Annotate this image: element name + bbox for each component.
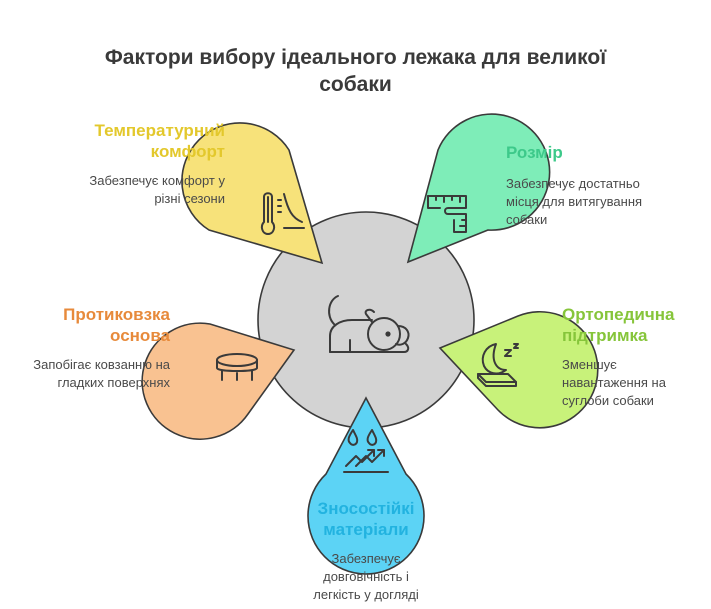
page-title: Фактори вибору ідеального лежака для вел… <box>80 44 631 98</box>
thermometer-icon <box>260 192 305 235</box>
size-desc: Забезпечує достатньо місця для витягуван… <box>506 176 643 227</box>
orthopedic-desc: Зменшує навантаження на суглоби собаки <box>562 357 666 408</box>
size-drop <box>406 113 551 264</box>
materials-title: Зносостійкі матеріали <box>317 499 415 539</box>
antislip-drop <box>141 322 296 440</box>
dog-lying-icon <box>328 295 410 353</box>
temperature-title: Температурний комфорт <box>94 121 225 161</box>
trampoline-icon <box>216 353 258 381</box>
water-drops-icon <box>343 429 389 473</box>
size-title: Розмір <box>506 143 563 162</box>
title-line-1: Фактори вибору ідеального лежака для вел… <box>104 46 607 69</box>
antislip-desc: Запобігає ковзанню на гладких поверхнях <box>33 357 170 390</box>
temperature-desc: Забезпечує комфорт у різні сезони <box>89 173 225 206</box>
materials-desc: Забезпечує довговічність і легкість у до… <box>313 551 419 602</box>
sleep-moon-icon <box>477 343 519 387</box>
ruler-icon <box>427 195 467 233</box>
antislip-title: Протиковзка основа <box>63 305 170 345</box>
materials-drop <box>307 396 425 575</box>
orthopedic-drop <box>438 311 599 429</box>
orthopedic-title: Ортопедична підтримка <box>562 305 675 345</box>
title-line-2: собаки <box>319 73 392 96</box>
